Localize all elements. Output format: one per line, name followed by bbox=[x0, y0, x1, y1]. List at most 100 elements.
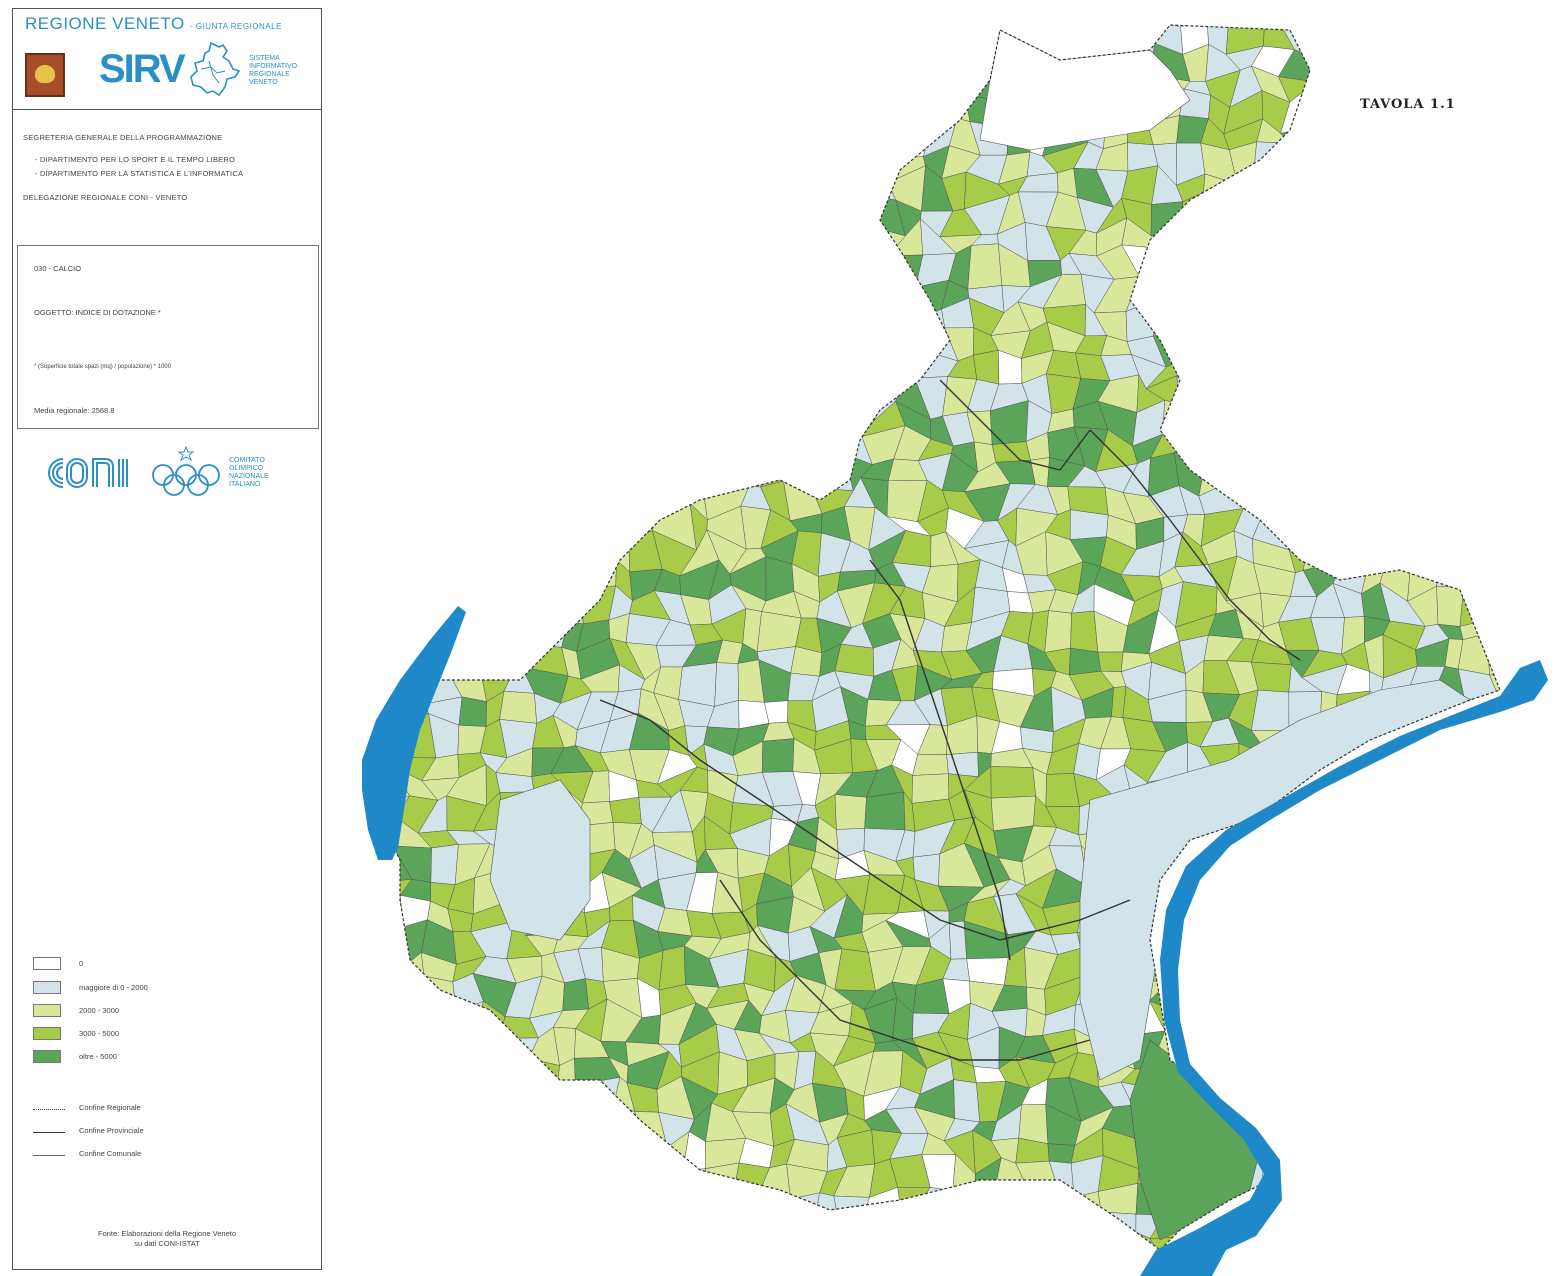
municipality-area bbox=[866, 37, 896, 78]
municipality-area bbox=[1439, 142, 1475, 182]
municipality-area bbox=[1290, 1235, 1320, 1250]
municipality-area bbox=[1467, 248, 1500, 278]
municipality-area bbox=[445, 90, 487, 120]
municipality-area bbox=[1280, 1084, 1313, 1107]
municipality-area bbox=[731, 322, 760, 362]
municipality-area bbox=[1251, 661, 1292, 693]
municipality-area bbox=[1278, 851, 1323, 870]
municipality-area bbox=[370, 984, 398, 1015]
municipality-area bbox=[866, 61, 888, 99]
municipality-area bbox=[370, 457, 382, 494]
municipality-area bbox=[950, 63, 973, 95]
municipality-area bbox=[420, 325, 448, 359]
municipality-area bbox=[1463, 563, 1500, 592]
municipality-area bbox=[1486, 770, 1500, 803]
municipality-area bbox=[1494, 726, 1500, 754]
municipality-area bbox=[603, 440, 636, 462]
municipality-area bbox=[680, 221, 720, 260]
municipality-area bbox=[692, 1236, 724, 1250]
municipality-area bbox=[796, 1210, 816, 1250]
municipality-area bbox=[400, 25, 421, 53]
municipality-area bbox=[456, 38, 485, 66]
municipality-area bbox=[1251, 1028, 1295, 1061]
municipality-area bbox=[1304, 401, 1341, 443]
municipality-area bbox=[1356, 321, 1400, 367]
municipality-area bbox=[1459, 952, 1500, 988]
municipality-area bbox=[609, 797, 642, 824]
municipality-area bbox=[1321, 217, 1338, 263]
municipality-area bbox=[651, 452, 685, 489]
municipality-area bbox=[966, 957, 1009, 986]
municipality-area bbox=[1462, 1029, 1491, 1063]
municipality-area bbox=[370, 695, 374, 727]
municipality-area bbox=[1513, 478, 1554, 511]
municipality-area bbox=[445, 357, 485, 395]
municipality-area bbox=[1329, 149, 1366, 180]
municipality-area bbox=[841, 37, 869, 73]
municipality-area bbox=[392, 295, 435, 327]
municipality-area bbox=[1433, 1231, 1472, 1250]
municipality-area bbox=[630, 38, 670, 81]
municipality-area bbox=[1407, 801, 1444, 824]
municipality-area bbox=[947, 1207, 982, 1250]
municipality-area bbox=[861, 356, 905, 386]
municipality-area bbox=[511, 458, 542, 490]
municipality-area bbox=[1362, 508, 1396, 547]
municipality-area bbox=[398, 1209, 432, 1238]
municipality-area bbox=[394, 1002, 424, 1040]
municipality-area bbox=[1413, 1189, 1452, 1224]
municipality-area bbox=[868, 114, 902, 155]
municipality-area bbox=[758, 358, 793, 391]
municipal-border-sample bbox=[33, 1155, 65, 1156]
municipality-area bbox=[495, 477, 543, 519]
municipality-area bbox=[552, 25, 586, 54]
municipality-area bbox=[1198, 1004, 1242, 1041]
municipality-area bbox=[639, 295, 673, 340]
municipality-area bbox=[529, 469, 561, 498]
municipality-area bbox=[496, 609, 533, 646]
municipality-area bbox=[731, 229, 774, 263]
municipality-area bbox=[370, 1154, 408, 1189]
municipality-area bbox=[469, 38, 511, 73]
municipality-area bbox=[790, 25, 820, 39]
municipality-area bbox=[1504, 44, 1524, 75]
municipality-area bbox=[1055, 1196, 1075, 1225]
municipality-area bbox=[381, 277, 402, 311]
municipality-area bbox=[1467, 273, 1496, 310]
municipality-area bbox=[1237, 451, 1265, 487]
municipality-area bbox=[1252, 433, 1286, 462]
municipality-area bbox=[911, 773, 950, 804]
municipality-area bbox=[532, 609, 568, 648]
municipality-area bbox=[1466, 515, 1488, 542]
municipality-area bbox=[1328, 846, 1375, 885]
municipality-area bbox=[783, 64, 820, 99]
municipality-area bbox=[758, 25, 799, 43]
municipality-area bbox=[1301, 273, 1345, 300]
municipality-area bbox=[1434, 563, 1471, 589]
coni-line: ITALIANO bbox=[229, 481, 261, 488]
municipality-area bbox=[527, 52, 569, 73]
municipality-area bbox=[638, 1180, 668, 1227]
municipality-area bbox=[1280, 409, 1321, 446]
municipality-area bbox=[1258, 1004, 1295, 1037]
municipality-area bbox=[1410, 269, 1446, 310]
municipality-area bbox=[975, 1192, 995, 1216]
municipality-area bbox=[1486, 529, 1500, 571]
municipality-area bbox=[1355, 1075, 1393, 1121]
municipality-area bbox=[1227, 882, 1258, 911]
legend-label: oltre - 5000 bbox=[79, 1052, 117, 1061]
municipality-area bbox=[1262, 482, 1293, 515]
municipality-area bbox=[1380, 113, 1424, 160]
municipality-area bbox=[1485, 273, 1500, 304]
sirv-line: INFORMATIVO bbox=[249, 63, 298, 70]
municipality-area bbox=[1159, 246, 1192, 286]
secretariat-text: SEGRETERIA GENERALE DELLA PROGRAMMAZIONE bbox=[23, 133, 223, 142]
municipality-area bbox=[1251, 1052, 1294, 1095]
municipality-area bbox=[1517, 327, 1548, 358]
municipality-area bbox=[608, 518, 641, 541]
municipality-area bbox=[758, 426, 787, 467]
municipality-area bbox=[1439, 797, 1475, 832]
municipality-area bbox=[1357, 881, 1394, 907]
municipality-area bbox=[582, 1208, 606, 1247]
municipality-area bbox=[370, 207, 407, 237]
